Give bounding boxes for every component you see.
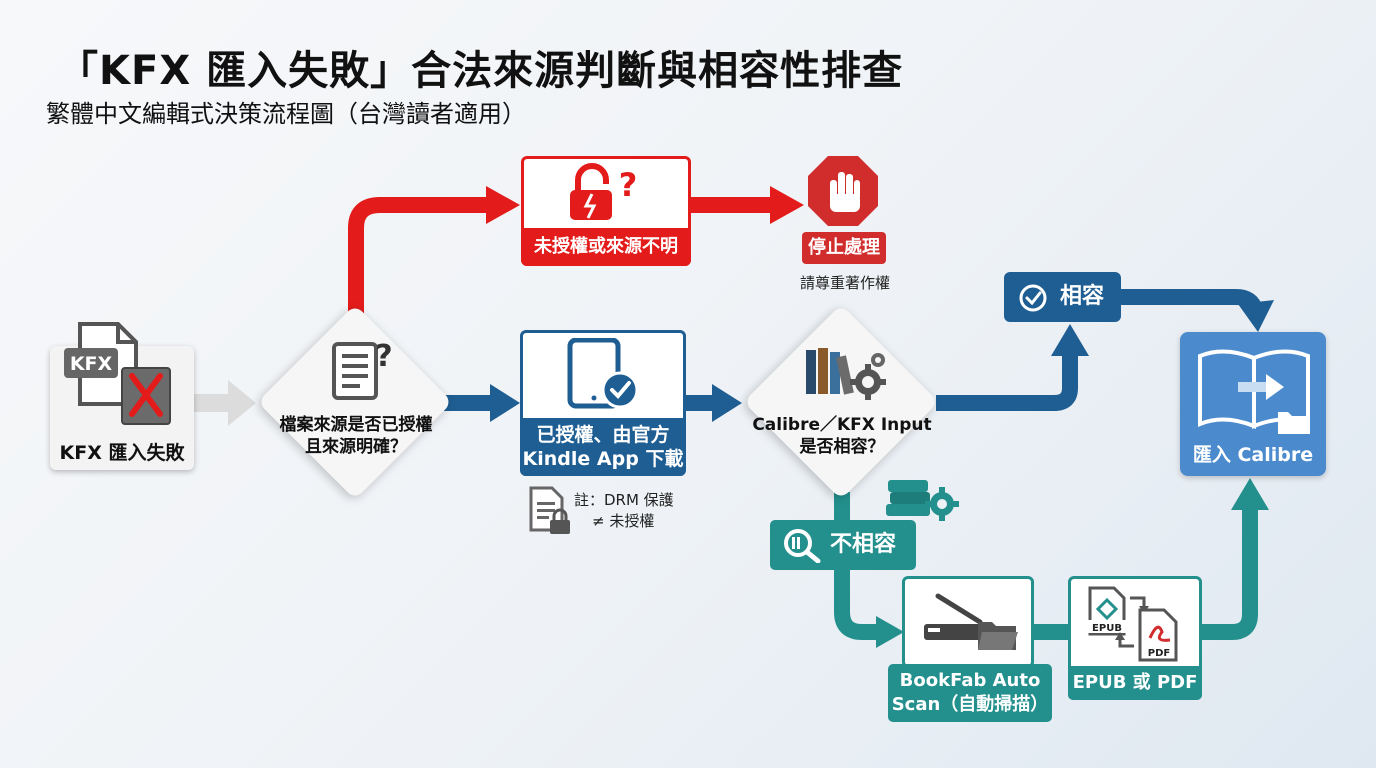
bookfab-box xyxy=(902,576,1034,668)
page-title: 「KFX 匯入失敗」合法來源判斷與相容性排查 xyxy=(58,48,904,94)
kfx-failed-label: KFX 匯入失敗 xyxy=(59,442,185,464)
incompatible-label: 不相容 xyxy=(830,532,897,557)
books-gear-teal-icon xyxy=(886,480,959,521)
bookfab-line1: BookFab Auto xyxy=(899,670,1041,691)
official-line1: 已授權、由官方 xyxy=(536,424,670,446)
compatible-node: 相容 xyxy=(1004,272,1121,322)
kfx-badge: KFX xyxy=(70,353,113,375)
broken-lock-icon: ? xyxy=(570,163,638,220)
decision-source-line2: 且來源明確？ xyxy=(305,437,407,457)
locked-document-icon xyxy=(529,486,570,534)
pdf-tag: PDF xyxy=(1148,648,1170,659)
arrow-to-official xyxy=(442,384,520,422)
drm-note-line1: 註：DRM 保護 xyxy=(574,491,674,509)
stop-hand-icon xyxy=(808,156,878,226)
document-question-icon: ? xyxy=(332,339,393,400)
compatible-label: 相容 xyxy=(1060,284,1105,309)
open-book-import-icon xyxy=(1198,349,1310,434)
arrow-to-stop xyxy=(691,186,804,224)
bookfab-line2: Scan（自動掃描） xyxy=(891,694,1049,715)
drm-note: 註：DRM 保護 ≠ 未授權 xyxy=(574,490,674,532)
arrow-bookfab-to-epub xyxy=(1034,624,1068,640)
official-line2: Kindle App 下載 xyxy=(522,448,684,470)
decision-compat-line1: Calibre／KFX Input xyxy=(752,415,932,435)
svg-text:?: ? xyxy=(619,166,638,204)
drm-note-line2: ≠ 未授權 xyxy=(592,512,655,530)
arrow-to-compatible xyxy=(936,324,1089,411)
svg-text:?: ? xyxy=(375,339,392,374)
official-label: 已授權、由官方 Kindle App 下載 xyxy=(520,418,686,476)
broken-book-icon: KFX xyxy=(64,322,171,425)
epub-tag: EPUB xyxy=(1092,623,1122,634)
magnifier-books-icon xyxy=(784,529,821,563)
arrow-official-to-compat xyxy=(686,384,742,422)
stop-label: 停止處理 xyxy=(802,232,886,264)
tablet-check-icon xyxy=(567,338,639,409)
arrow-to-incompatible xyxy=(834,492,904,648)
epub-pdf-icon: EPUB PDF xyxy=(1088,586,1178,662)
arrow-to-unauthorized xyxy=(348,186,520,320)
formats-label: EPUB 或 PDF xyxy=(1068,666,1202,700)
check-circle-icon xyxy=(1019,284,1047,312)
incompatible-node: 不相容 xyxy=(770,520,916,570)
import-calibre-label: 匯入 Calibre xyxy=(1192,444,1314,466)
arrow-compatible-to-calibre xyxy=(1121,289,1274,332)
scanner-folder-icon xyxy=(924,593,1018,650)
arrow-epub-to-calibre xyxy=(1202,478,1269,640)
decision-source-line1: 檔案來源是否已授權 xyxy=(279,415,433,435)
stop-note: 請尊重著作權 xyxy=(799,274,890,292)
page-subtitle: 繁體中文編輯式決策流程圖（台灣讀者適用） xyxy=(46,100,526,128)
arrow-kfx-to-decision xyxy=(194,380,256,426)
decision-compat-line2: 是否相容？ xyxy=(799,437,885,457)
bookfab-label: BookFab Auto Scan（自動掃描） xyxy=(888,664,1052,722)
unauthorized-label: 未授權或來源不明 xyxy=(521,228,691,266)
books-gear-icon xyxy=(806,348,886,400)
